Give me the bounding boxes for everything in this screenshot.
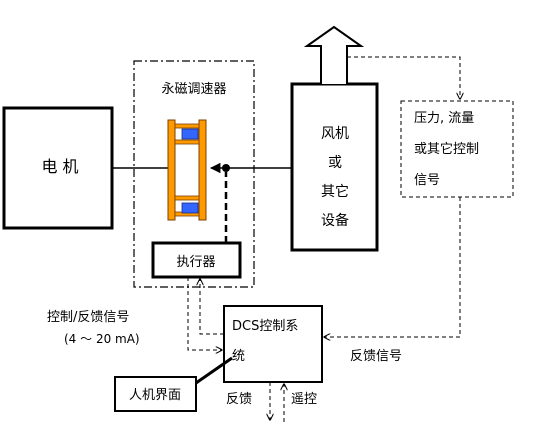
hmi-box: 人机界面 (114, 376, 197, 412)
hmi-label: 人机界面 (129, 388, 181, 403)
dcs-to-actuator-dashed (200, 279, 224, 335)
feedback-signal-label: 反馈信号 (350, 349, 402, 364)
governor-enclosure: 永磁调速器 (133, 60, 255, 288)
fan-label-line-3: 其它 (321, 183, 349, 200)
dcs-box: DCS控制系 统 (223, 305, 323, 383)
bottom-feedback-label: 反馈 (226, 392, 252, 407)
control-signal-range: (4 ～ 20 mA) (64, 332, 140, 346)
signal-label-line-1: 压力, 流量 (414, 111, 474, 126)
fan-box: 风机 或 其它 设备 (290, 82, 379, 252)
signal-label-line-3: 信号 (414, 173, 440, 188)
magnet-top (181, 128, 199, 140)
shaft-joint-dot (222, 164, 230, 172)
fan-label-line-4: 设备 (321, 212, 349, 229)
flow-to-signal-dashed (347, 56, 460, 99)
fan-label-line-1: 风机 (321, 126, 349, 142)
output-flow-arrow (303, 25, 365, 84)
governor-title: 永磁调速器 (161, 82, 226, 97)
actuator-to-dcs-dashed (187, 277, 222, 350)
magnet-bottom (181, 202, 199, 214)
bottom-remote-label: 遥控 (291, 392, 317, 407)
actuator-box: 执行器 (151, 241, 242, 279)
signal-label-line-2: 或其它控制 (414, 141, 479, 157)
signal-to-dcs-dashed (324, 197, 461, 337)
actuator-label: 执行器 (176, 255, 215, 270)
magnetic-coupling-graphic (167, 119, 207, 221)
dcs-label-line-2: 统 (232, 349, 245, 364)
dcs-label-line-1: DCS控制系 (232, 319, 298, 334)
signal-box: 压力, 流量 或其它控制 信号 (400, 100, 514, 198)
control-signal-label: 控制/反馈信号 (47, 310, 129, 325)
hmi-connector-line (195, 356, 233, 385)
fan-label-line-2: 或 (328, 155, 342, 171)
motor-box: 电 机 (2, 106, 114, 230)
motor-label: 电 机 (41, 157, 78, 176)
